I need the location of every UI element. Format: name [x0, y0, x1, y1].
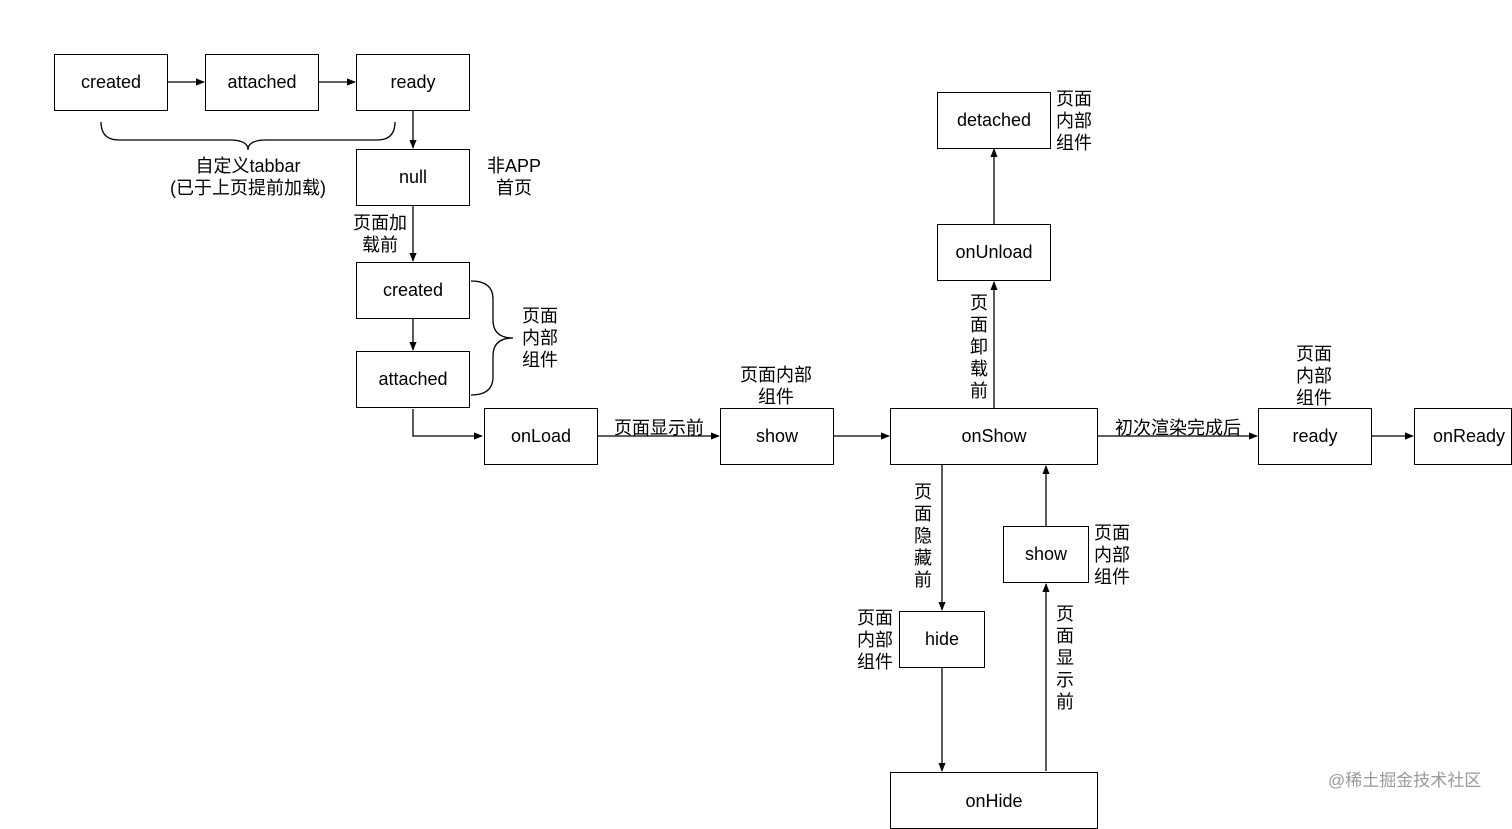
- label-before-page-load: 页面加 载前: [353, 213, 407, 255]
- node-onload: onLoad: [484, 408, 598, 465]
- label-before-page-show-vertical: 页面显示前: [1056, 604, 1074, 712]
- node-onunload: onUnload: [937, 224, 1051, 281]
- node-created-top: created: [54, 54, 168, 111]
- node-onhide: onHide: [890, 772, 1098, 829]
- node-ready-top: ready: [356, 54, 470, 111]
- label-inner-component-ready: 页面 内部 组件: [1296, 344, 1332, 408]
- label-inner-component-show: 页面 内部 组件: [1094, 523, 1130, 587]
- label-before-page-hide: 页面隐藏前: [914, 482, 932, 590]
- node-null: null: [356, 149, 470, 206]
- node-show-return: show: [1003, 526, 1089, 583]
- label-before-page-show: 页面显示前: [614, 418, 704, 438]
- brace-tabbar: [100, 121, 396, 151]
- label-first-render-done: 初次渲染完成后: [1115, 418, 1241, 438]
- arrow-attached-onload: [412, 409, 483, 440]
- label-inner-component-hide: 页面 内部 组件: [857, 608, 893, 672]
- label-before-page-unload: 页面卸载前: [970, 293, 988, 401]
- label-inner-component-2: 页面内部 组件: [740, 365, 812, 407]
- node-created-page: created: [356, 262, 470, 319]
- node-attached-page: attached: [356, 351, 470, 408]
- node-onshow: onShow: [890, 408, 1098, 465]
- node-ready-page: ready: [1258, 408, 1372, 465]
- label-inner-component-1: 页面 内部 组件: [522, 306, 558, 370]
- node-detached: detached: [937, 92, 1051, 149]
- node-show: show: [720, 408, 834, 465]
- node-hide: hide: [899, 611, 985, 668]
- brace-inner-components: [470, 280, 514, 396]
- node-attached-top: attached: [205, 54, 319, 111]
- watermark: @稀土掘金技术社区: [1328, 771, 1482, 790]
- label-inner-component-detached: 页面 内部 组件: [1056, 89, 1092, 153]
- label-non-app-home: 非APP 首页: [486, 156, 542, 198]
- node-onready: onReady: [1414, 408, 1512, 465]
- label-custom-tabbar: 自定义tabbar (已于上页提前加载): [170, 156, 326, 198]
